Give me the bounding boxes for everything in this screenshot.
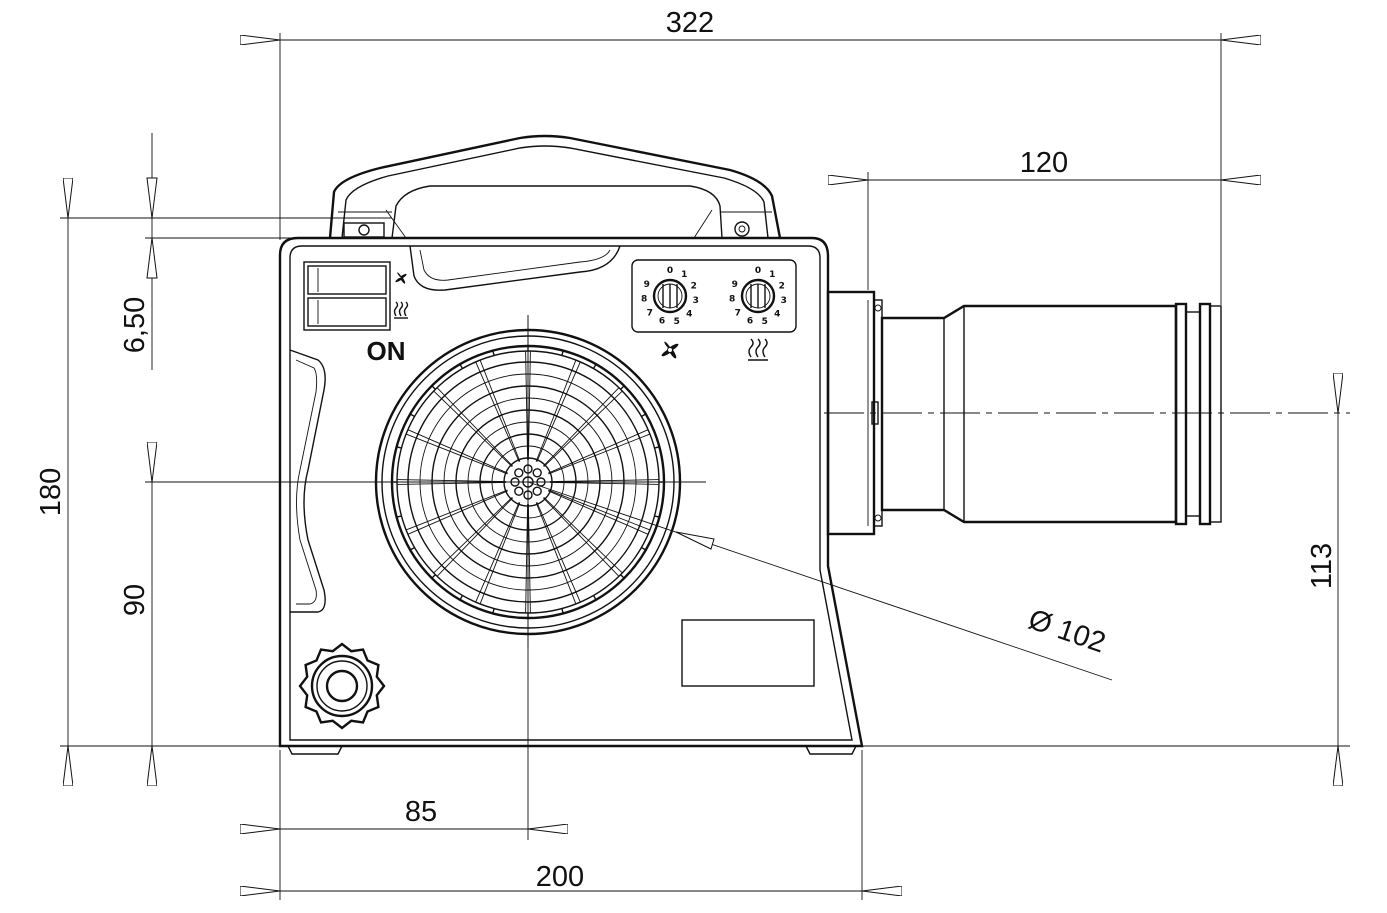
dial-number: 2 [779, 281, 785, 291]
fan-icon [661, 341, 679, 359]
housing [278, 236, 864, 755]
dim-nozzle-center-height: 113 [1306, 543, 1338, 589]
dial-number: 8 [641, 295, 647, 305]
heat-icon [748, 338, 768, 361]
dial-number: 3 [693, 296, 699, 306]
fan-speed-dial[interactable] [652, 278, 688, 314]
dim-overall-height: 180 [35, 468, 67, 516]
air-intake-grille [362, 315, 706, 648]
dial-number: 8 [729, 295, 735, 305]
heat-level-dial[interactable] [740, 278, 776, 314]
dial-number: 3 [781, 296, 787, 306]
dial-number: 0 [755, 266, 761, 276]
dim-intake-center-x: 85 [405, 796, 437, 828]
dial-number: 7 [735, 308, 741, 318]
dial-number: 6 [747, 317, 753, 327]
dial-number: 0 [667, 266, 673, 276]
dial-number: 1 [769, 270, 775, 280]
dimension-labels: 322 120 85 200 180 6,50 90 113 Ø 102 [35, 7, 1338, 893]
dial-number: 9 [644, 280, 650, 290]
dim-body-width: 200 [536, 861, 584, 893]
dial-number: 6 [659, 317, 665, 327]
fan-icon [395, 272, 407, 284]
switch-on-label: ON [367, 336, 406, 366]
dial-number: 5 [674, 317, 680, 327]
dial-number: 5 [762, 317, 768, 327]
heat-icon [393, 301, 409, 319]
dimension-lines [60, 33, 1350, 900]
dial-number: 2 [691, 281, 697, 291]
dim-handle-offset: 6,50 [119, 297, 151, 353]
dial-number: 9 [732, 280, 738, 290]
label-plate [681, 619, 815, 687]
dial-number: 1 [681, 270, 687, 280]
dim-intake-diameter: Ø 102 [1024, 604, 1109, 660]
dim-nozzle-length: 120 [1020, 147, 1068, 179]
power-switch[interactable]: ON [303, 261, 409, 366]
cable-gland [298, 642, 386, 730]
carry-handle [328, 134, 782, 239]
dial-number: 7 [647, 308, 653, 318]
dim-overall-length: 322 [666, 7, 714, 39]
air-nozzle [826, 290, 1222, 536]
dial-number: 4 [686, 309, 692, 319]
dial-number: 4 [774, 309, 780, 319]
dim-intake-center-height: 90 [119, 584, 151, 616]
